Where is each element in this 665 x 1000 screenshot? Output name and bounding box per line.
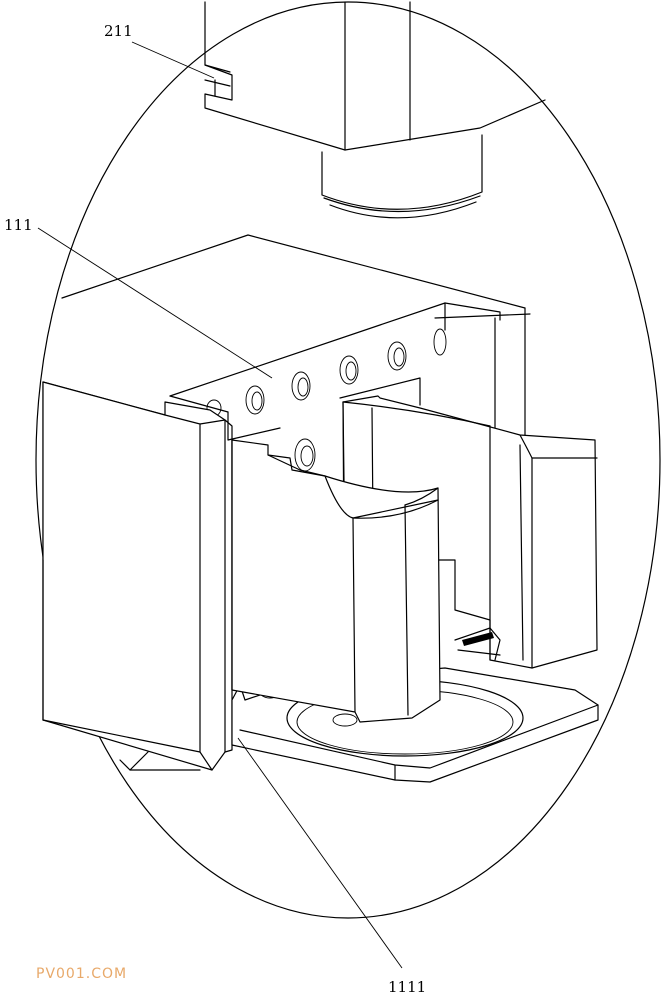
hole-plate-111	[169, 302, 531, 472]
front-side-panel	[42, 381, 233, 771]
detail-ellipse	[35, 1, 661, 919]
ref-label-111: 111	[4, 216, 33, 234]
ref-label-1111: 1111	[388, 978, 426, 996]
leader-lines	[37, 41, 403, 969]
right-clamp-block	[342, 395, 598, 721]
ref-label-211: 211	[104, 22, 133, 40]
watermark: PV001.COM	[36, 966, 127, 982]
plate-holes	[206, 328, 447, 472]
upper-block-211	[204, 1, 546, 219]
front-clamp-block	[231, 439, 441, 723]
